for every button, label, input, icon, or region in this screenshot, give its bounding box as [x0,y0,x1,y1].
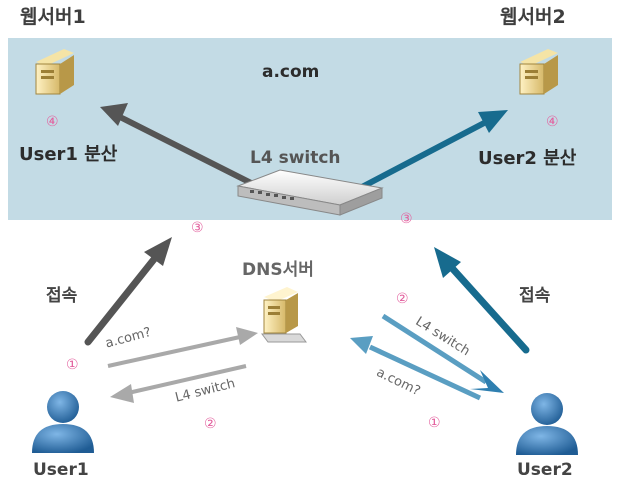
user1-distribution-label: User1 분산 [19,144,118,165]
step1-left-marker: ① [66,357,79,373]
connect-left-label: 접속 [46,286,78,306]
webserver1-icon [35,49,74,95]
arrow-user1-query [107,327,258,368]
webserver2-label: 웹서버2 [500,6,566,28]
arrow-user2-query [350,336,482,401]
user1-icon [32,391,94,453]
dns-server-label: DNS서버 [242,260,314,280]
l4-switch-label: L4 switch [250,148,341,168]
user2-label: User2 [517,460,573,480]
dns-server-icon [261,287,307,343]
user1-label: User1 [33,460,89,480]
step1-right-marker: ① [428,415,441,431]
step3-left-marker: ③ [191,220,204,236]
webserver1-label: 웹서버1 [20,6,86,28]
arrow-switch-to-webserver1 [100,103,258,188]
arrow-switch-to-webserver2 [357,110,508,191]
arrow-user1-connect [84,237,172,346]
domain-label: a.com [262,62,320,82]
arrow-dns-reply-user1 [110,364,247,403]
step4-right-marker: ④ [546,114,559,130]
arrow-dns-reply-user2 [381,313,504,393]
l4-switch-icon [236,169,384,216]
step2-left-marker: ② [204,416,217,432]
step4-left-marker: ④ [46,114,59,130]
step3-right-marker: ③ [400,211,413,227]
connect-right-label: 접속 [519,286,551,306]
webserver2-icon [519,49,558,95]
arrow-user2-connect [434,247,530,354]
user2-icon [516,393,578,455]
step2-right-marker: ② [396,291,409,307]
user2-distribution-label: User2 분산 [478,148,577,169]
